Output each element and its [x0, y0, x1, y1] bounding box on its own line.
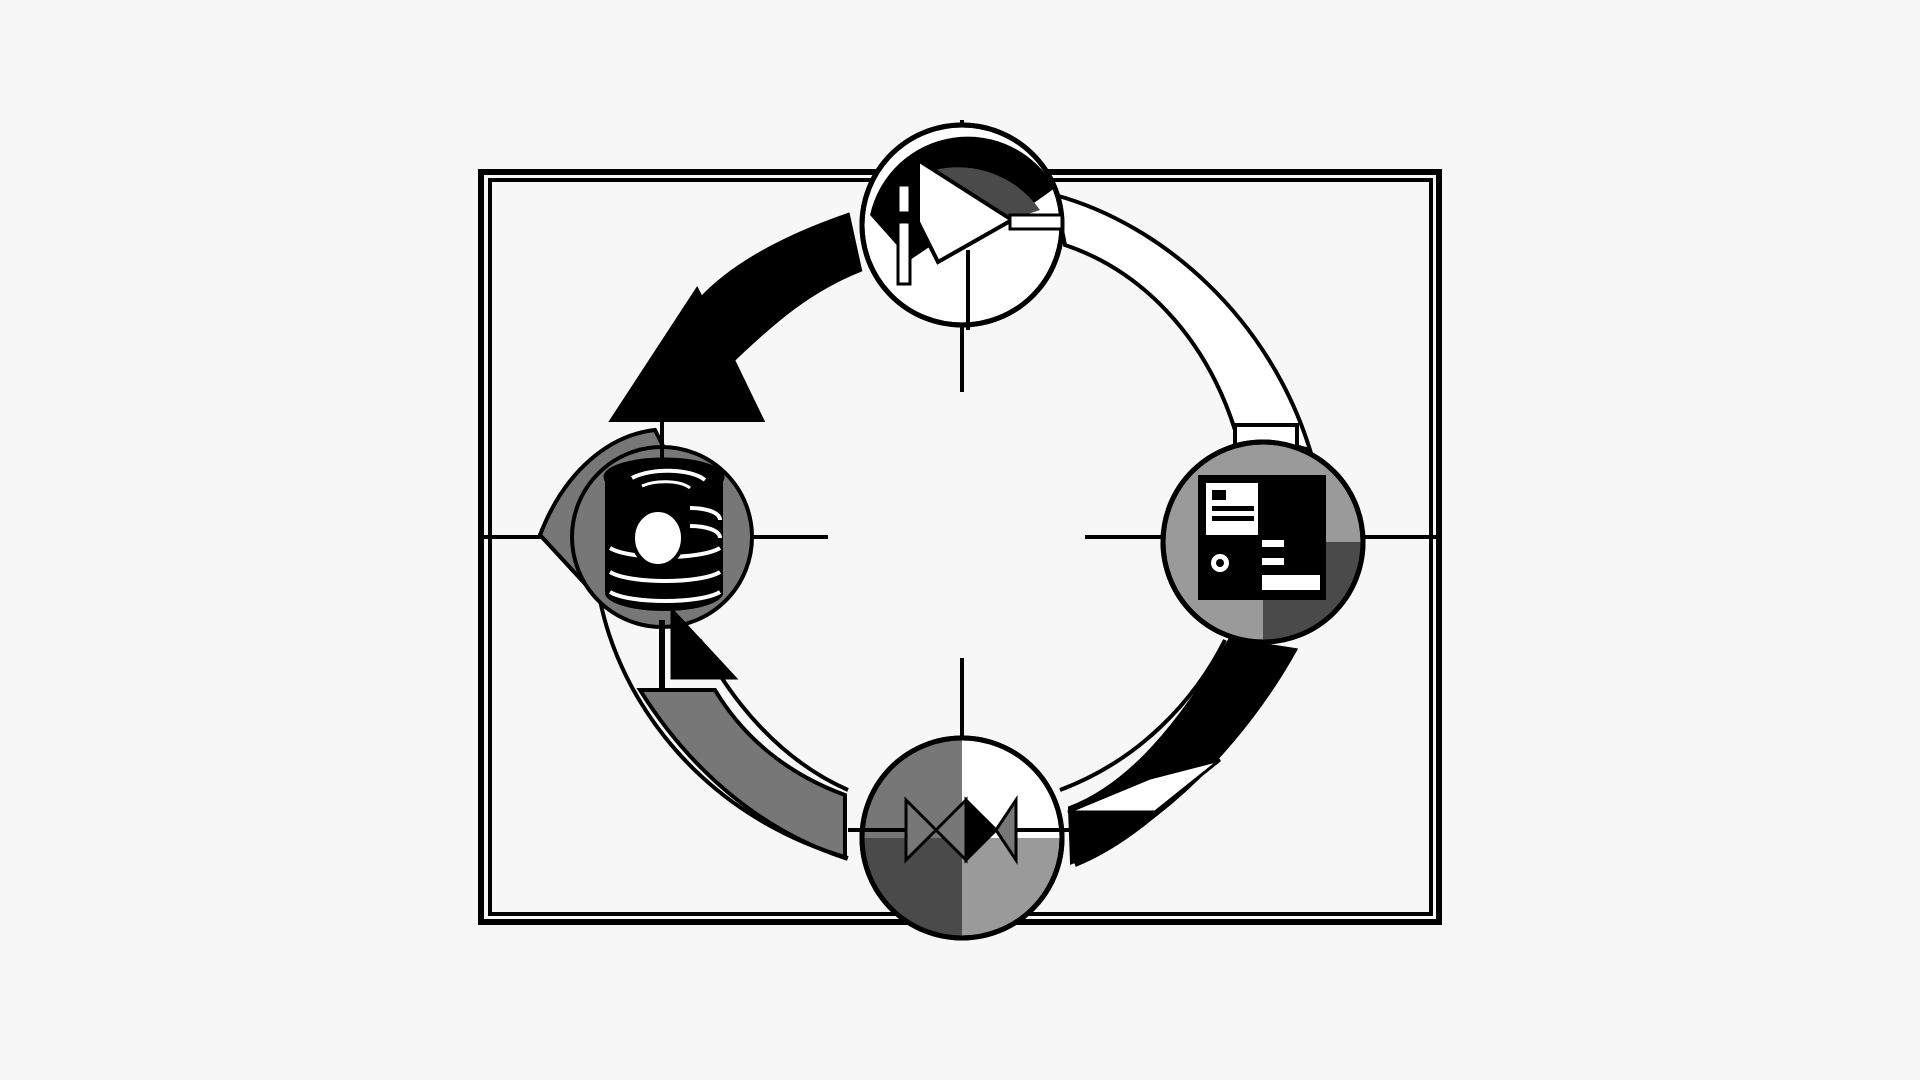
arrow-right-to-top: [1052, 192, 1313, 453]
arrow-top-to-left: [608, 212, 863, 422]
arrow-left-to-bottom: [598, 599, 849, 861]
play-lever-icon: [896, 156, 1064, 330]
bowtie-valve-icon: [904, 795, 1018, 865]
node-bottom[interactable]: [848, 735, 1075, 941]
node-right[interactable]: [1160, 439, 1366, 645]
cycle-ring-left: [678, 268, 861, 402]
node-top[interactable]: [859, 122, 1065, 330]
node-left[interactable]: [537, 420, 754, 690]
document-panel-icon: [1198, 475, 1326, 600]
database-cylinder-icon: [603, 457, 725, 611]
arrow-bottom-to-right: [1059, 637, 1299, 867]
